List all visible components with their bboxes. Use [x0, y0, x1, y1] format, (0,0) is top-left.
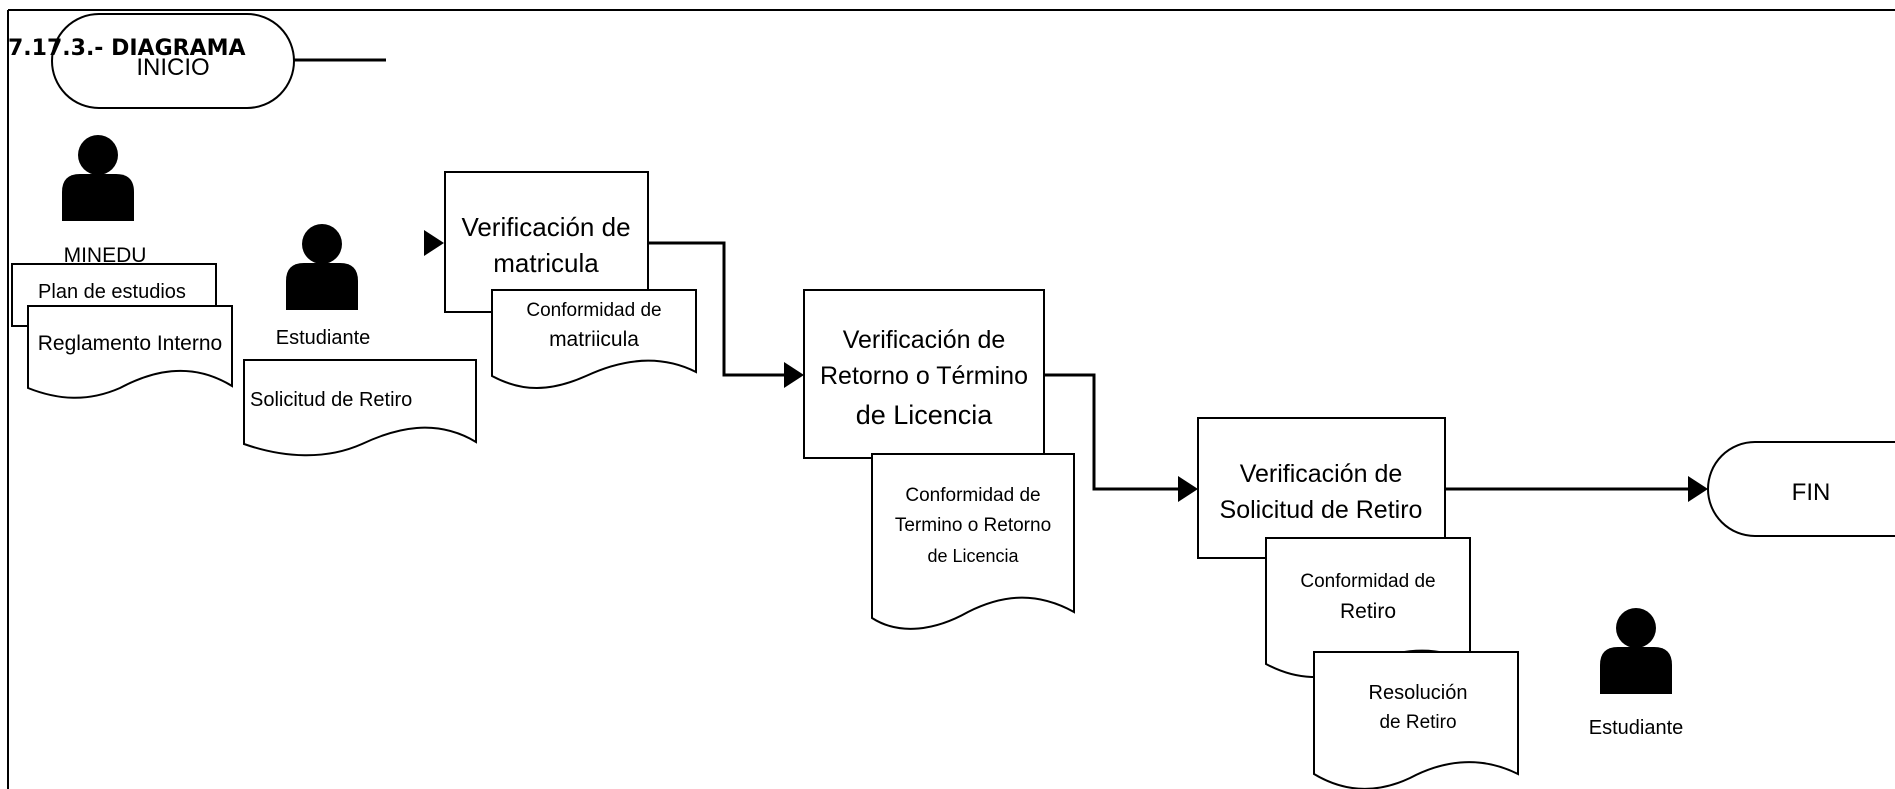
- end-label: FIN: [1792, 479, 1831, 506]
- actor-label-student-1: Estudiante: [276, 327, 371, 349]
- process-verify-withdrawal: Verificación de Solicitud de Retiro: [1197, 417, 1446, 559]
- arrowhead-return: [784, 362, 804, 388]
- document-label-line: Conformidad de: [526, 300, 661, 321]
- document-label-line: Conformidad de: [905, 485, 1040, 506]
- document-withdrawal-conformity: Conformidad de Retiro: [1265, 537, 1471, 679]
- process-label-line: Solicitud de Retiro: [1220, 496, 1423, 524]
- document-label-line: matriicula: [549, 328, 639, 351]
- document-label-line: Conformidad de: [1300, 571, 1435, 592]
- document-label-line: Termino o Retorno: [895, 515, 1051, 536]
- actor-label-student-2: Estudiante: [1589, 717, 1684, 739]
- process-label-line: matricula: [493, 248, 599, 278]
- document-label-withdrawal-request: Solicitud de Retiro: [250, 389, 412, 411]
- document-internal-rules: Reglamento Interno: [27, 305, 233, 399]
- actor-student-1: Estudiante: [276, 224, 371, 349]
- document-return-conformity: Conformidad de Termino o Retorno de Lice…: [871, 453, 1075, 630]
- start-terminator: INICIO: [51, 13, 386, 109]
- end-terminator: FIN: [1707, 441, 1895, 537]
- process-label-line: de Licencia: [856, 400, 994, 430]
- process-label-line: Verificación de: [461, 212, 630, 242]
- document-label-line: de Licencia: [927, 546, 1019, 566]
- document-label-line: de Retiro: [1379, 712, 1456, 733]
- document-enrollment-conformity: Conformidad de matriicula: [491, 289, 697, 389]
- person-icon: [1600, 608, 1672, 694]
- document-label-study-plan: Plan de estudios: [38, 281, 186, 303]
- actor-label-minedu: MINEDU: [64, 244, 147, 267]
- person-icon: [62, 135, 134, 221]
- actor-student-2: Estudiante: [1589, 608, 1684, 739]
- arrowhead-withdrawal: [1178, 476, 1198, 502]
- process-label-line: Verificación de: [843, 326, 1006, 354]
- process-label-line: Verificación de: [1240, 460, 1403, 488]
- process-verify-return: Verificación de Retorno o Término de Lic…: [803, 289, 1045, 459]
- actor-minedu: MINEDU: [62, 135, 146, 267]
- document-label-line: Resolución: [1369, 682, 1468, 704]
- diagram-title: 7.17.3.- DIAGRAMA: [8, 36, 246, 61]
- connector-enrollment-to-return: [648, 241, 784, 377]
- connector-return-to-withdrawal: [1044, 373, 1178, 491]
- process-label-line: Retorno o Término: [820, 362, 1028, 390]
- document-label-line: Retiro: [1340, 600, 1396, 623]
- document-withdrawal-resolution: Resolución de Retiro: [1313, 651, 1519, 789]
- document-label-internal-rules: Reglamento Interno: [38, 332, 222, 355]
- process-verify-enrollment: Verificación de matricula: [444, 171, 649, 313]
- arrowhead-end: [1688, 476, 1708, 502]
- arrowhead-enrollment: [424, 230, 444, 256]
- person-icon: [286, 224, 358, 310]
- document-withdrawal-request: Solicitud de Retiro: [243, 359, 477, 457]
- start-label: INICIO: [136, 54, 209, 81]
